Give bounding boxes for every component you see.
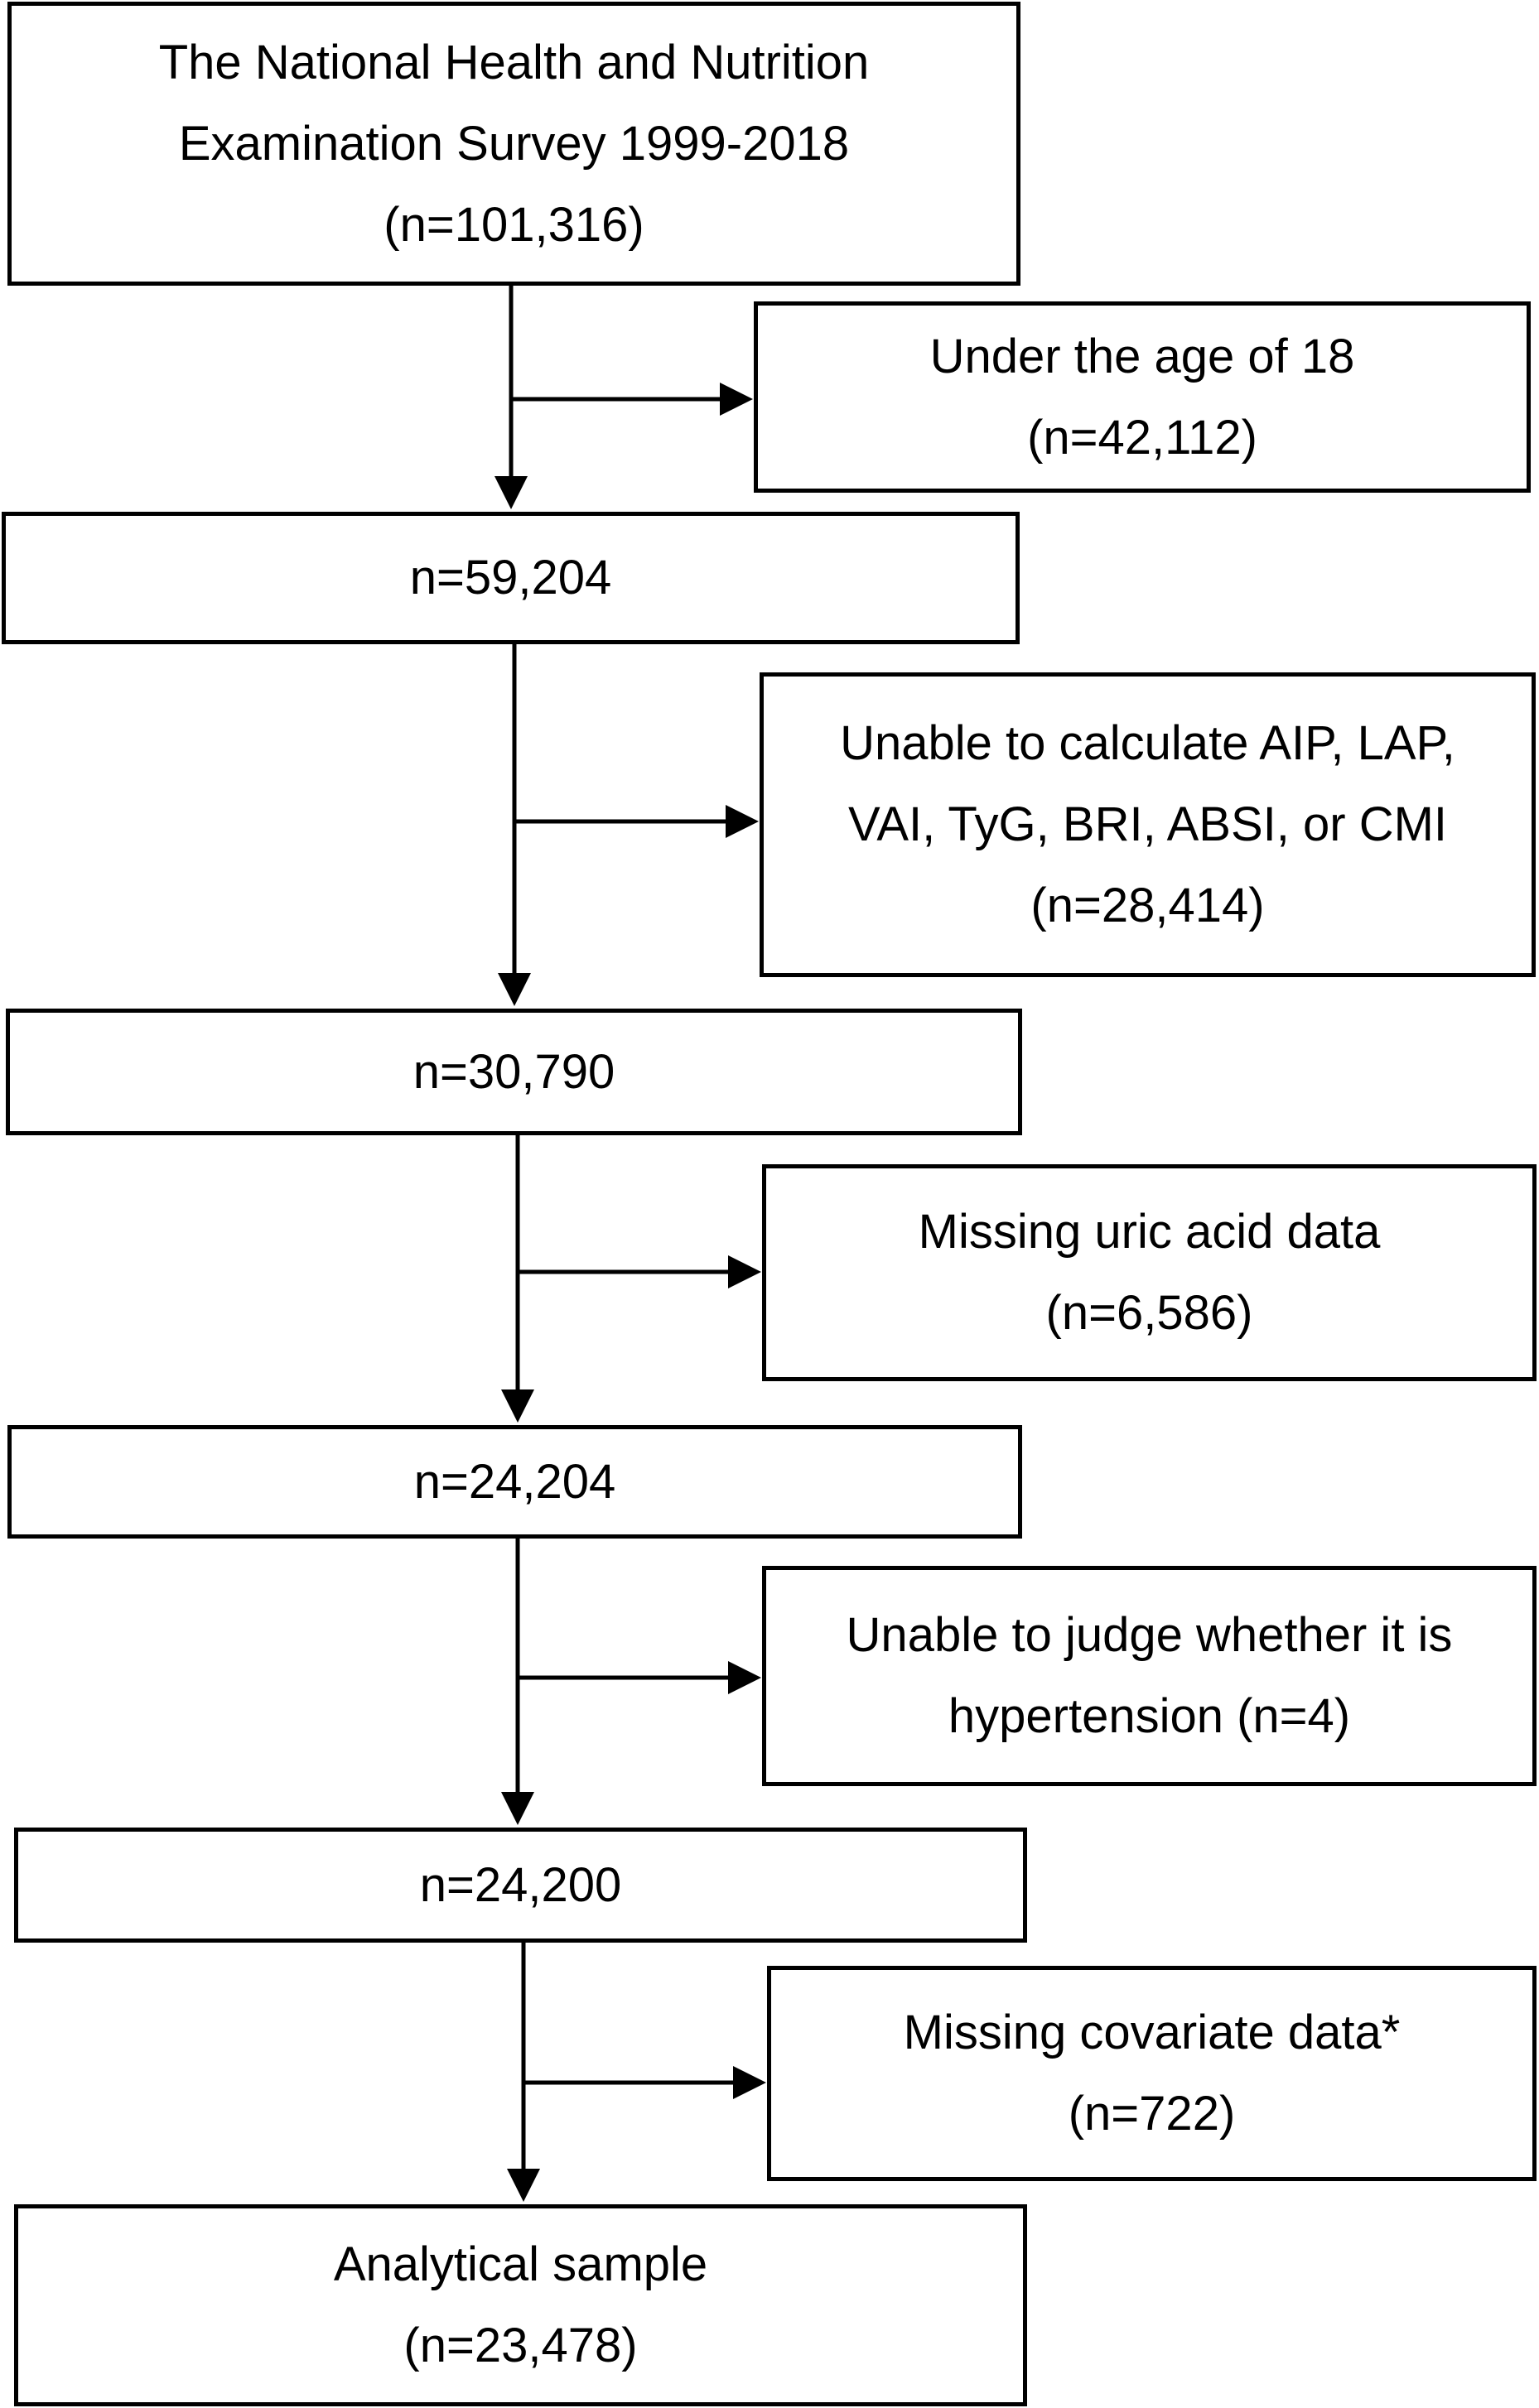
step-3-box: n=24,204 bbox=[7, 1425, 1022, 1539]
box-line: (n=6,586) bbox=[1045, 1286, 1253, 1340]
step-2-box: n=30,790 bbox=[6, 1009, 1022, 1135]
box-line: Examination Survey 1999-2018 bbox=[178, 116, 850, 171]
box-line: (n=722) bbox=[1068, 2087, 1236, 2141]
exclusion-box-uric-acid: Missing uric acid data (n=6,586) bbox=[762, 1164, 1537, 1381]
box-line: Unable to judge whether it is bbox=[846, 1608, 1453, 1662]
box-line: Missing uric acid data bbox=[918, 1205, 1381, 1259]
exclusion-box-indices: Unable to calculate AIP, LAP, VAI, TyG, … bbox=[760, 672, 1536, 977]
box-line: n=30,790 bbox=[412, 1044, 615, 1099]
box-line: (n=42,112) bbox=[1027, 410, 1257, 465]
exclusion-box-age: Under the age of 18 (n=42,112) bbox=[754, 301, 1531, 493]
box-line: n=24,204 bbox=[413, 1454, 616, 1509]
box-line: Analytical sample bbox=[333, 2237, 708, 2291]
exclusion-box-covariates: Missing covariate data* (n=722) bbox=[767, 1966, 1537, 2181]
exclusion-box-hypertension: Unable to judge whether it is hypertensi… bbox=[762, 1566, 1537, 1786]
box-line: (n=101,316) bbox=[384, 197, 644, 252]
box-line: The National Health and Nutrition bbox=[158, 35, 870, 89]
source-population-box: The National Health and Nutrition Examin… bbox=[7, 2, 1020, 286]
box-line: n=59,204 bbox=[409, 551, 612, 604]
step-1-box: n=59,204 bbox=[2, 512, 1020, 644]
box-line: (n=28,414) bbox=[1030, 879, 1265, 932]
analytical-sample-box: Analytical sample (n=23,478) bbox=[14, 2204, 1027, 2406]
box-line: VAI, TyG, BRI, ABSI, or CMI bbox=[847, 797, 1448, 851]
box-line: Unable to calculate AIP, LAP, bbox=[840, 716, 1455, 770]
box-line: Under the age of 18 bbox=[929, 329, 1355, 383]
box-line: hypertension (n=4) bbox=[948, 1689, 1351, 1743]
box-line: Missing covariate data* bbox=[903, 2006, 1401, 2059]
box-line: (n=23,478) bbox=[403, 2319, 638, 2372]
box-line: n=24,200 bbox=[419, 1857, 622, 1912]
step-4-box: n=24,200 bbox=[14, 1828, 1027, 1943]
